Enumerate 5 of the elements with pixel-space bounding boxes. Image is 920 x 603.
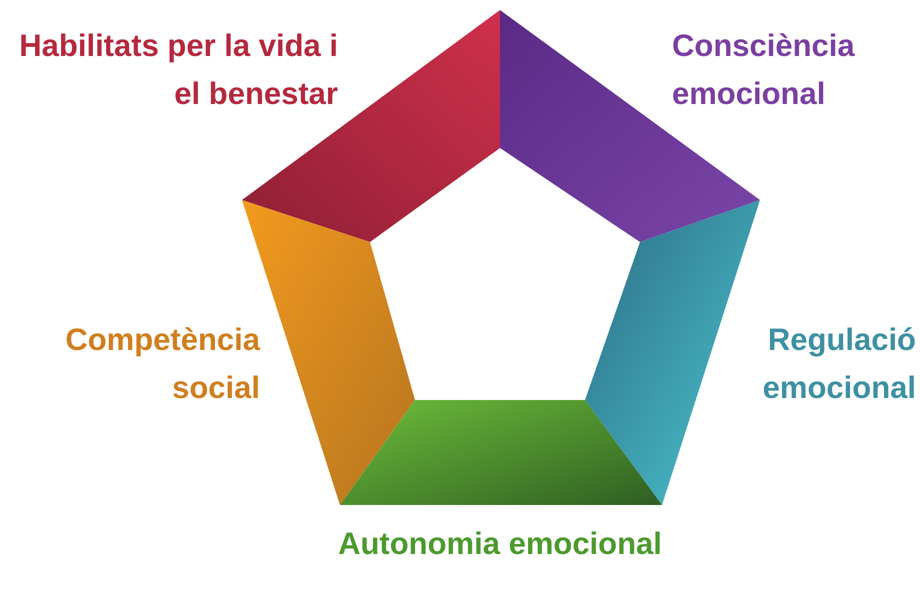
segment-label: Regulació emocional bbox=[762, 321, 916, 407]
segment-label: Habilitats per la vida i el benestar bbox=[18, 27, 338, 113]
segment-label: Consciència emocional bbox=[672, 27, 856, 113]
segment-label: Competència social bbox=[64, 321, 260, 407]
segment-label: Autonomia emocional bbox=[338, 525, 662, 563]
